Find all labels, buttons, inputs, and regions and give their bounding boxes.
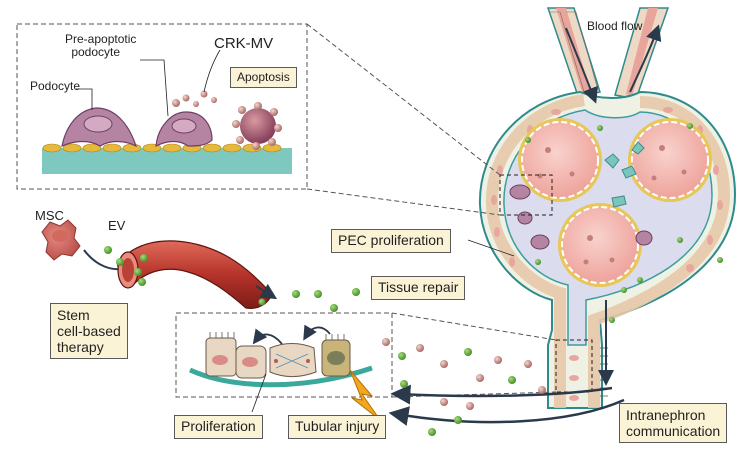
intranephron-arrow-lower bbox=[388, 398, 625, 426]
msc-label: MSC bbox=[35, 208, 64, 223]
tissue-repair-label: Tissue repair bbox=[371, 276, 466, 300]
repair-cycle-arrow-2 bbox=[303, 324, 331, 341]
crk-mv-label: CRK-MV bbox=[214, 35, 274, 52]
pre-apoptotic-label: Pre-apoptotic podocyte bbox=[65, 32, 137, 59]
circulating-evs bbox=[104, 246, 148, 286]
dividing-cell bbox=[269, 343, 317, 377]
blood-flow-in-arrow bbox=[565, 27, 598, 104]
repair-cycle-arrow-1 bbox=[252, 328, 283, 345]
apoptotic-cell bbox=[232, 102, 282, 150]
intranephron-communication-label: Intranephron communication bbox=[619, 403, 728, 444]
mesangial-cells bbox=[604, 141, 645, 208]
blood-vessel bbox=[117, 240, 273, 309]
intranephron-line2: communication bbox=[626, 423, 721, 440]
intranephron-particles bbox=[382, 338, 546, 436]
crk-mv-leader bbox=[203, 49, 221, 93]
pre-apoptotic-label-line1: Pre-apoptotic bbox=[65, 32, 137, 46]
glomerular-podocytes bbox=[509, 184, 653, 250]
podocyte-leader bbox=[76, 88, 93, 110]
afferent-arteriole bbox=[546, 7, 601, 97]
intranephron-arrow-upper bbox=[390, 384, 613, 405]
inset-source-box bbox=[499, 174, 553, 216]
therapy-line1: Stem bbox=[57, 307, 90, 323]
pec-proliferation-label: PEC proliferation bbox=[331, 229, 451, 253]
inset-connector-bottom bbox=[306, 188, 501, 216]
stem-cell-therapy-label: Stem cell-based therapy bbox=[50, 303, 128, 360]
travelling-evs bbox=[258, 288, 360, 312]
pre-apoptotic-leader bbox=[140, 59, 169, 117]
ev-label: EV bbox=[108, 218, 126, 233]
inset-connector-top bbox=[306, 23, 501, 176]
tubular-injury-label: Tubular injury bbox=[288, 415, 387, 439]
msc-cell bbox=[41, 219, 81, 261]
blood-flow-label: Blood flow bbox=[587, 19, 643, 33]
tubule-connector-top bbox=[391, 312, 557, 341]
capillary-loops bbox=[518, 118, 712, 287]
tubular-cells bbox=[205, 332, 351, 379]
pre-apoptotic-label-line2: podocyte bbox=[71, 45, 121, 60]
podocyte-cell bbox=[61, 107, 138, 148]
proliferation-label: Proliferation bbox=[174, 415, 263, 439]
vessel-to-kidney-arrow bbox=[255, 283, 278, 300]
therapy-line2: cell-based bbox=[57, 323, 121, 340]
apoptosis-label: Apoptosis bbox=[230, 67, 297, 89]
pre-apoptotic-podocyte bbox=[155, 90, 217, 148]
proliferation-leader bbox=[251, 373, 267, 413]
tubule-connector-bottom bbox=[391, 391, 557, 398]
glomerulus bbox=[478, 7, 737, 409]
injured-cell bbox=[321, 334, 351, 377]
therapy-line3: therapy bbox=[57, 339, 104, 356]
blood-flow-out-arrow bbox=[629, 24, 662, 93]
glomerular-evs bbox=[525, 123, 723, 323]
intranephron-line1: Intranephron bbox=[626, 407, 706, 423]
podocyte-label: Podocyte bbox=[30, 79, 81, 93]
pec-leader bbox=[467, 239, 515, 257]
